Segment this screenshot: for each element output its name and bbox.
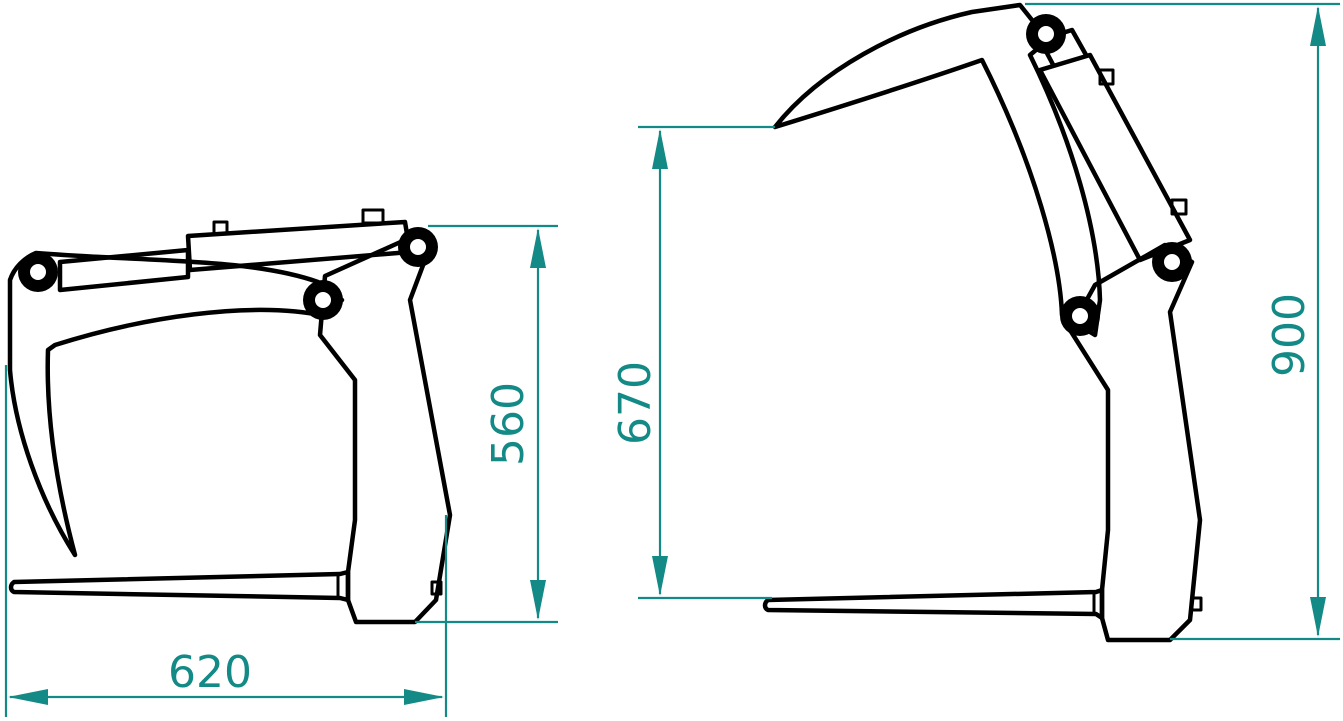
dimension-label-width: 620 [168,647,252,698]
pivot-pin-icon [1152,242,1192,282]
arrowhead-down-icon [1310,597,1326,637]
arrowhead-down-icon [530,580,546,620]
fork-tine-open [762,587,1105,621]
pivot-pin-icon [1060,296,1100,336]
dimension-label-total: 900 [1264,293,1315,377]
upper-tine-closed [7,250,345,558]
dimension-label-opening: 670 [610,361,661,445]
arrowhead-up-icon [1310,6,1326,46]
dimension-width-closed: 620 [4,365,448,717]
pivot-pin-icon [1026,14,1066,54]
arrowhead-up-icon [652,129,668,169]
fork-tine-closed [8,569,351,603]
hydraulic-cylinder-open [1037,27,1193,263]
upper-tine-open [772,2,1103,338]
hydraulic-cylinder-closed [57,208,413,293]
dimension-label-height: 560 [483,382,534,466]
grapple-closed-view [7,208,453,625]
arrowhead-right-icon [404,689,444,705]
dimension-total-height: 900 [1025,2,1340,641]
dimension-height-closed: 560 [415,224,558,624]
pivot-pin-icon [18,252,58,292]
pivot-pin-icon [303,280,343,320]
pivot-pin-icon [398,227,438,267]
arrowhead-left-icon [8,689,48,705]
arrowhead-down-icon [652,556,668,596]
dimension-opening-height: 670 [610,125,775,600]
grapple-open-view [762,2,1203,643]
arrowhead-up-icon [530,228,546,268]
